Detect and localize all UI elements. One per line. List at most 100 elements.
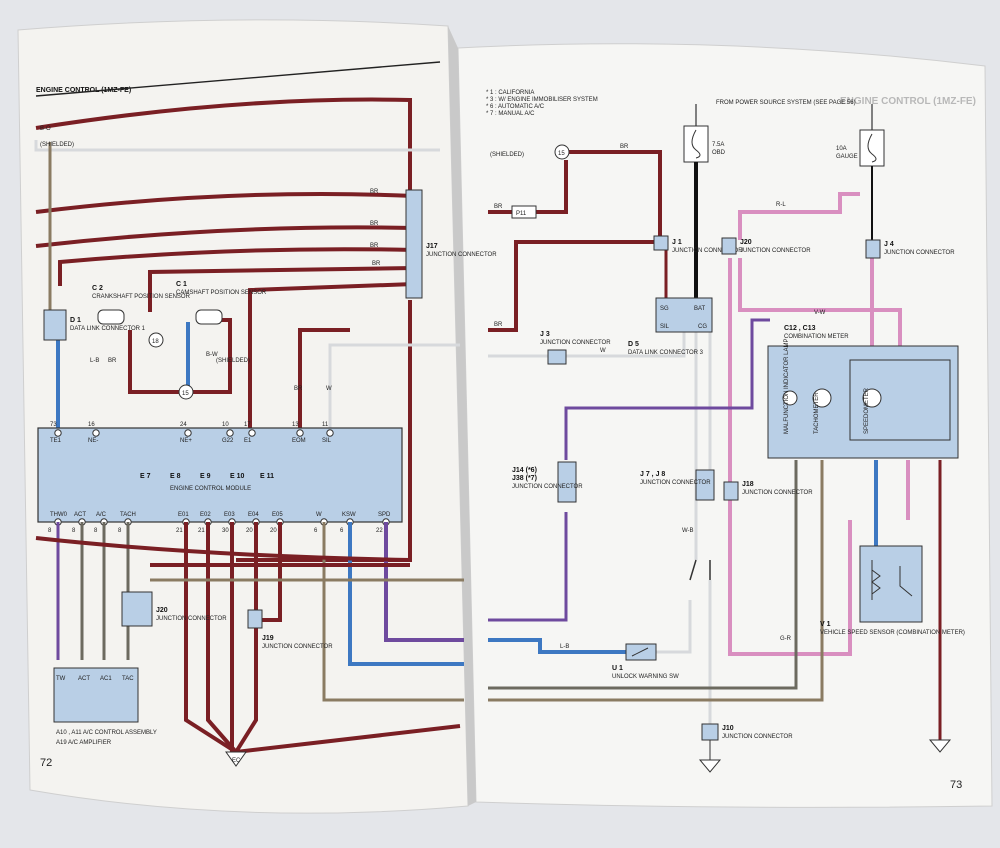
ecm-bottom-pin-name: SPD xyxy=(378,512,391,518)
sensor-transistor-icon xyxy=(899,566,913,597)
ecm-bottom-pin-number: 22 xyxy=(376,528,383,534)
ecm-bottom-pin-name: E04 xyxy=(248,512,259,518)
j17-id: J17 xyxy=(426,243,438,250)
j19-name: JUNCTION CONNECTOR xyxy=(262,644,333,650)
ecm-top-pin-dot xyxy=(54,429,62,437)
ecm-connector-label: E 10 xyxy=(230,473,245,480)
fuse-obd-name: OBD xyxy=(712,150,726,156)
left-page-title: ENGINE CONTROL (1MZ-FE) xyxy=(36,87,131,94)
ac-control-assembly xyxy=(53,667,139,723)
shielded-right-label: (SHIELDED) xyxy=(490,152,524,158)
ecm-top-pin-number: 11 xyxy=(322,422,329,428)
j14-junction-connector xyxy=(557,461,577,503)
right-page-title-ghost: ENGINE CONTROL (1MZ-FE) xyxy=(840,96,976,107)
w-label-sil: W xyxy=(326,386,332,392)
bo-label-top: B-O xyxy=(40,126,51,132)
ecm-name: ENGINE CONTROL MODULE xyxy=(170,486,251,492)
crank-sensor-name: CRANKSHAFT POSITION SENSOR xyxy=(92,294,191,300)
note-line: * 3 : W/ ENGINE IMMOBILISER SYSTEM xyxy=(486,97,598,103)
j3-name: JUNCTION CONNECTOR xyxy=(540,340,611,346)
j19-junction-connector xyxy=(247,609,263,629)
ecm-top-pin-name: SIL xyxy=(322,438,332,444)
ecm-top-pin-number: 17 xyxy=(244,422,251,428)
fuse-gauge-name: GAUGE xyxy=(836,154,858,160)
combination-meter xyxy=(767,345,959,459)
fuse-obd-rating: 7.5A xyxy=(712,142,724,148)
ecm-connector-label: E 9 xyxy=(200,473,211,480)
note-line: * 1 : CALIFORNIA xyxy=(486,90,534,96)
br-wires-left xyxy=(35,97,415,562)
dlc3-cg: CG xyxy=(698,324,707,330)
j10-junction-connector xyxy=(701,723,719,741)
j18-junction-connector xyxy=(723,481,739,501)
j14-line1: J14 (*6) xyxy=(512,467,537,474)
ground-meter-icon xyxy=(928,739,952,753)
j4-junction-connector xyxy=(865,239,881,259)
splice-18-label: 18 xyxy=(152,339,159,345)
j17-name: JUNCTION CONNECTOR xyxy=(426,252,497,258)
ac-pin-label: TAC xyxy=(122,676,134,682)
ecm-top-pin-number: 24 xyxy=(180,422,187,428)
ecm-bottom-pin-number: 8 xyxy=(94,528,98,534)
ecm-top-pin-name: TE1 xyxy=(50,438,62,444)
u1-id: U 1 xyxy=(612,665,623,672)
note-line: * 6 : AUTOMATIC A/C xyxy=(486,104,545,110)
ac-assembly-line1: A10 , A11 A/C CONTROL ASSEMBLY xyxy=(56,730,157,736)
ground-ec-label: EC xyxy=(232,758,241,764)
ecm-bottom-pin-number: 21 xyxy=(176,528,183,534)
ground-ec-icon xyxy=(225,751,247,767)
vehicle-speed-sensor xyxy=(859,545,923,623)
ecm-bottom-pin-name: TACH xyxy=(120,512,136,518)
camshaft-sensor-icon xyxy=(195,309,223,325)
ecm-bottom-pin-name: KSW xyxy=(342,512,356,518)
ac-pin-label: ACT xyxy=(78,676,90,682)
ecm-top-pin-dot xyxy=(248,429,256,437)
ecm-top-pin-dot xyxy=(296,429,304,437)
speedometer-box xyxy=(849,359,951,441)
ecm-bottom-pin-number: 20 xyxy=(246,528,253,534)
br-label-right-top: BR xyxy=(620,144,629,150)
br-label-crank: BR xyxy=(108,358,117,364)
left-page-number: 72 xyxy=(40,757,52,769)
book-spine xyxy=(448,26,476,806)
ecm-bottom-pin-name: ACT xyxy=(74,512,86,518)
meter-section-label: MALFUNCTION INDICATOR LAMP xyxy=(784,339,790,434)
tachometer-icon xyxy=(812,388,832,408)
gr-label-right: G-R xyxy=(780,636,792,642)
j1-junction-connector xyxy=(653,235,669,251)
shielded-label-top: (SHIELDED) xyxy=(40,142,74,148)
ecm-connector-label: E 11 xyxy=(260,473,274,480)
ac-pin-label: TW xyxy=(56,676,66,682)
j10-id: J10 xyxy=(722,725,734,732)
meter-name: COMBINATION METER xyxy=(784,334,849,340)
dlc3-id: D 5 xyxy=(628,341,639,348)
ecm-bottom-pin-name: W xyxy=(316,512,322,518)
ecm-top-pin-dot xyxy=(92,429,100,437)
power-source-label: FROM POWER SOURCE SYSTEM (SEE PAGE 56) xyxy=(716,100,856,106)
ecm-top-pin-number: 10 xyxy=(222,422,229,428)
ecm-top-pin-dot xyxy=(184,429,192,437)
dlc3-sg: SG xyxy=(660,306,669,312)
j20-left-name: JUNCTION CONNECTOR xyxy=(156,616,227,622)
j7-line: J 7 , J 8 xyxy=(640,471,665,478)
dlc1-connector xyxy=(43,309,67,341)
lb-label-right: L-B xyxy=(560,644,569,650)
dlc3-bat: BAT xyxy=(694,306,706,312)
shielded-label-mid: (SHIELDED) xyxy=(216,358,250,364)
engine-control-module xyxy=(37,427,403,523)
lb-label-crank: L-B xyxy=(90,358,99,364)
ecm-top-pin-dot xyxy=(326,429,334,437)
j7-name: JUNCTION CONNECTOR xyxy=(640,480,711,486)
ecm-bottom-pin-name: E01 xyxy=(178,512,189,518)
j17-junction-connector xyxy=(405,189,423,299)
j20-junction-connector-right xyxy=(721,237,737,255)
ecm-top-pin-name: E1 xyxy=(244,438,252,444)
ecm-output-wires xyxy=(35,522,464,754)
j20-left-id: J20 xyxy=(156,607,168,614)
splice-18-icon xyxy=(148,332,164,348)
dlc3-sil: SIL xyxy=(660,324,670,330)
